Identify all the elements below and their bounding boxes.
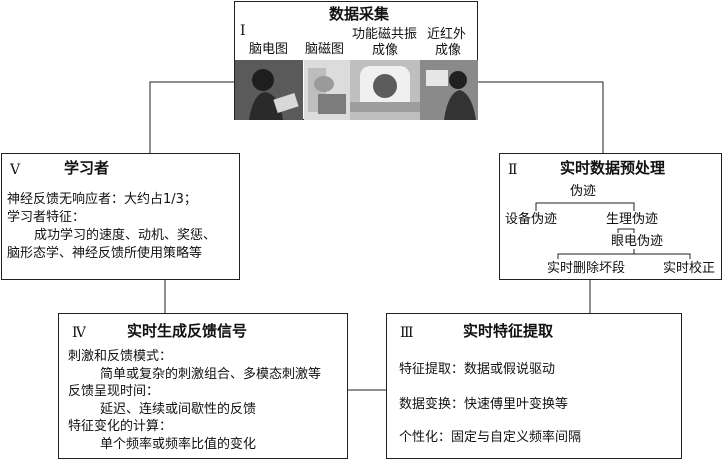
artifact-root: 伪迹 <box>570 184 597 199</box>
device-artifact: 设备伪迹 <box>505 212 558 227</box>
box3-line-3: 个性化：固定与自定义频率间隔 <box>399 430 582 445</box>
realtime-delete: 实时删除坏段 <box>547 261 626 276</box>
eeg-photo <box>235 60 303 120</box>
box-preprocessing: Ⅱ 实时数据预处理 伪迹 设备伪迹 生理伪迹 眼电伪迹 实时删除坏段 实时校正 <box>499 153 722 280</box>
box3-title: 实时特征提取 <box>463 322 554 340</box>
nirs-photo <box>420 60 478 120</box>
box1-numeral: Ⅰ <box>240 23 246 39</box>
box5-line-1: 神经反馈无响应者：大约占1/3； <box>7 192 197 207</box>
box-feedback-signal: Ⅳ 实时生成反馈信号 刺激和反馈模式： 简单或复杂的刺激组合、多模态刺激等 反馈… <box>58 313 348 459</box>
box-data-acquisition: Ⅰ 数据采集 脑电图 脑磁图 功能磁共振 成像 近红外 成像 <box>234 1 478 120</box>
fmri-label-line2: 成像 <box>372 43 399 58</box>
box3-line-2: 数据变换：快速傅里叶变换等 <box>399 397 569 412</box>
nirs-label-line2: 成像 <box>435 43 462 58</box>
box4-line-2: 简单或复杂的刺激组合、多模态刺激等 <box>100 367 322 382</box>
connector-1-to-2 <box>478 81 604 153</box>
fmri-label-line1: 功能磁共振 <box>352 27 418 42</box>
meg-label: 脑磁图 <box>305 42 345 57</box>
box4-line-1: 刺激和反馈模式： <box>68 349 173 364</box>
box5-numeral: Ⅴ <box>10 162 21 178</box>
box5-line-2: 学习者特征： <box>7 210 86 225</box>
box4-line-4: 延迟、连续或间歇性的反馈 <box>100 402 257 417</box>
connector-1-to-5 <box>149 81 235 153</box>
box3-numeral: Ⅲ <box>400 325 414 341</box>
box5-line-4: 脑形态学、神经反馈所使用策略等 <box>7 246 203 261</box>
box3-line-1: 特征提取：数据或假说驱动 <box>399 362 556 377</box>
realtime-correct: 实时校正 <box>663 261 716 276</box>
eog-artifact: 眼电伪迹 <box>611 234 664 249</box>
box4-numeral: Ⅳ <box>72 325 86 341</box>
box1-title: 数据采集 <box>329 5 390 23</box>
box4-line-5: 特征变化的计算： <box>68 419 173 434</box>
meg-photo <box>304 60 350 120</box>
box4-line-3: 反馈呈现时间： <box>68 384 160 399</box>
box5-line-3: 成功学习的速度、动机、奖惩、 <box>34 228 217 243</box>
fmri-photo <box>350 60 420 120</box>
box5-title: 学习者 <box>64 159 110 177</box>
physio-artifact: 生理伪迹 <box>606 212 659 227</box>
eeg-label: 脑电图 <box>249 42 289 57</box>
box-learner: Ⅴ 学习者 神经反馈无响应者：大约占1/3； 学习者特征： 成功学习的速度、动机… <box>1 153 240 280</box>
box2-numeral: Ⅱ <box>508 162 518 178</box>
nirs-label-line1: 近红外 <box>427 27 467 42</box>
box-feature-extraction: Ⅲ 实时特征提取 特征提取：数据或假说驱动 数据变换：快速傅里叶变换等 个性化：… <box>386 313 682 459</box>
box4-title: 实时生成反馈信号 <box>127 322 248 340</box>
box2-title: 实时数据预处理 <box>560 159 666 177</box>
box4-line-6: 单个频率或频率比值的变化 <box>100 437 257 452</box>
artifact-tree-lines <box>535 202 691 259</box>
